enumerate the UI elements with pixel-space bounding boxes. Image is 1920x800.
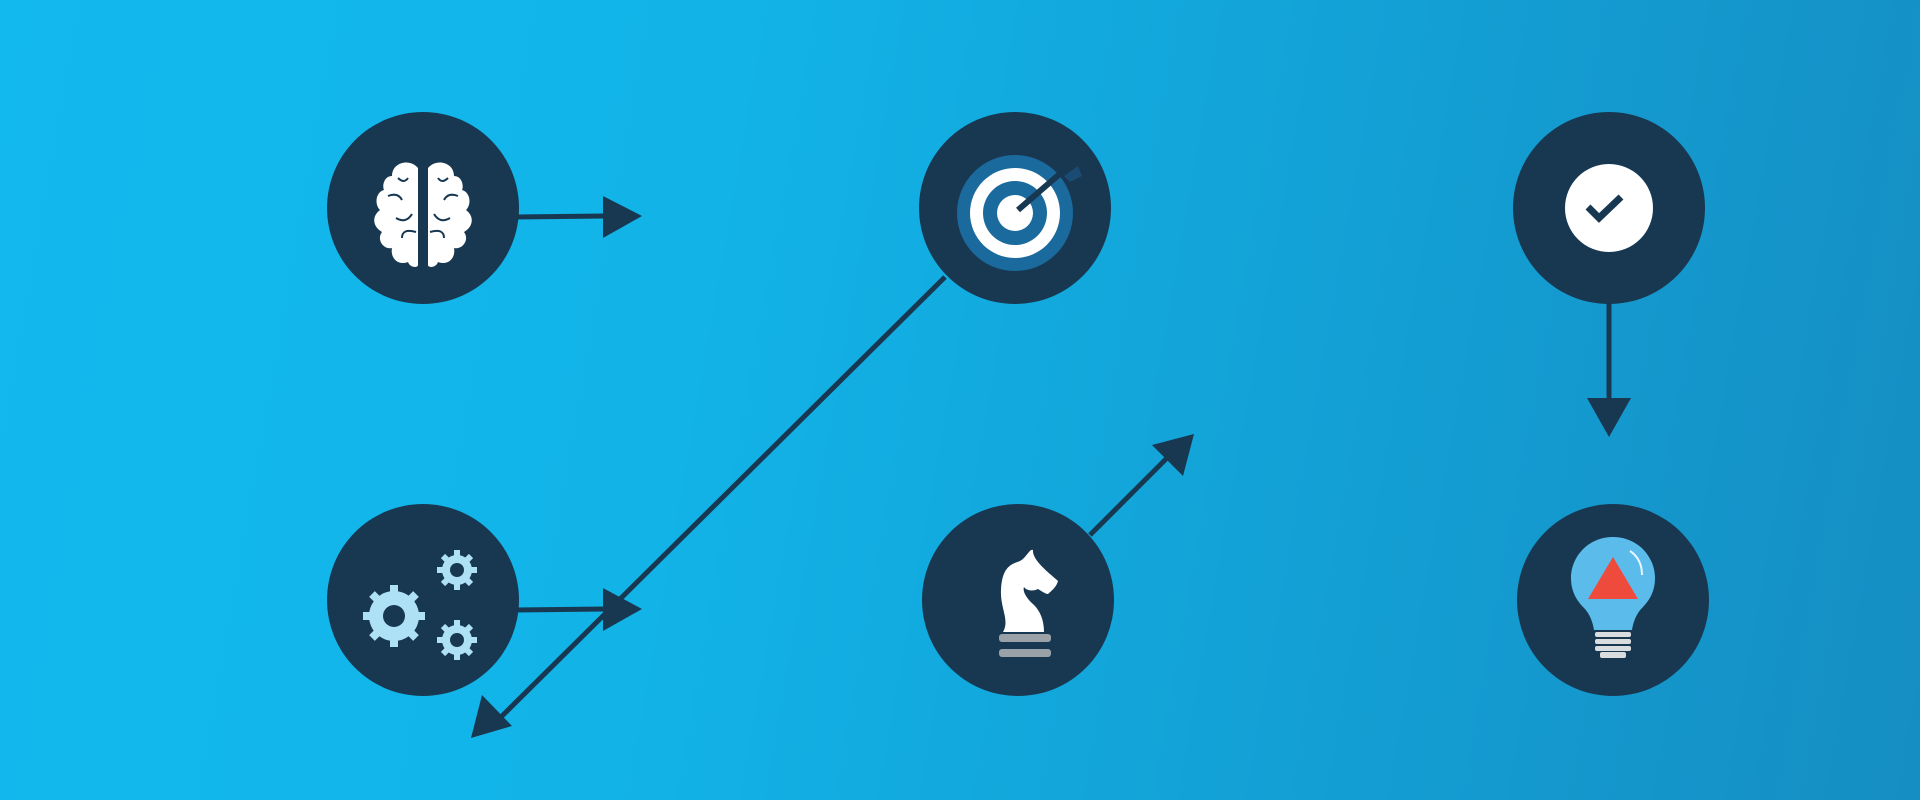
gears-icon: [363, 550, 477, 660]
arrow-brain-to-target: [514, 196, 642, 238]
arrow-check-to-bulb: [1587, 300, 1631, 437]
node-brain: [327, 112, 519, 304]
lightbulb-icon: [1571, 537, 1655, 658]
arrow-gears-to-knight: [514, 588, 642, 631]
target-dart-icon: [957, 152, 1082, 271]
node-gears: [327, 504, 519, 696]
checkmark-icon: [1565, 164, 1653, 252]
arrow-knight-to-check: [1088, 434, 1194, 537]
chess-knight-icon: [999, 549, 1058, 657]
arrow-target-to-gears: [471, 275, 947, 738]
brain-icon: [374, 162, 472, 267]
